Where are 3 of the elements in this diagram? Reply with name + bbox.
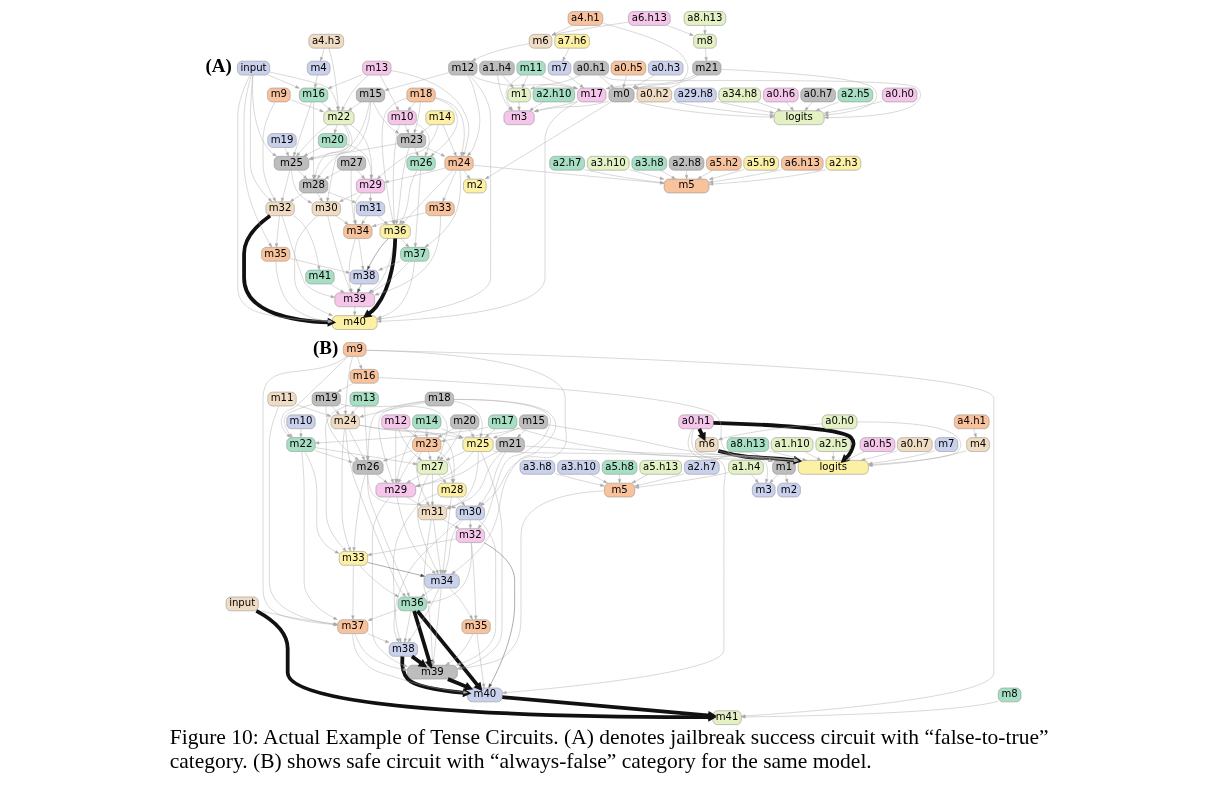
- caption: Figure 10: Actual Example of Tense Circuits. (A) denotes jailbreak success circuit with “false-to-true” category. (B) shows safe circuit with “always-false” category for the same model.: [169, 724, 1049, 773]
- label: (B): [312, 336, 339, 358]
- label: (A): [205, 54, 232, 76]
